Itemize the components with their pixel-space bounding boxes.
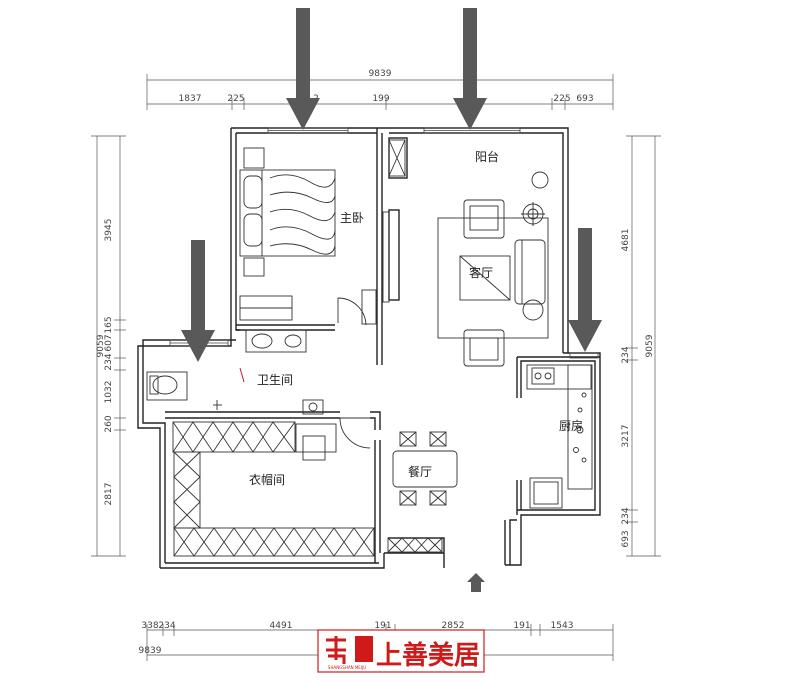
left-dimension-3: 607	[104, 334, 114, 351]
washer	[302, 399, 324, 415]
kitchen-counter	[526, 364, 593, 490]
left-dimension-1: 3945	[104, 219, 114, 242]
right-dimension-2: 234	[621, 346, 631, 363]
cloakroom-cabinet-bottom	[173, 527, 375, 557]
label-dining-room: 餐厅	[408, 464, 432, 479]
annotation-arrows	[181, 8, 602, 362]
shower	[213, 400, 222, 410]
top-dimension-2: 225	[227, 94, 244, 104]
right-dimension-3: 3217	[621, 425, 631, 448]
arrow-bedroom-window	[286, 8, 320, 130]
bed	[239, 147, 336, 277]
floor-lamp	[521, 171, 549, 226]
label-kitchen: 厨房	[559, 418, 583, 433]
label-living-room: 客厅	[469, 265, 493, 280]
armchair-bottom	[463, 329, 505, 367]
left-dimension-7: 2817	[104, 483, 114, 506]
left-dimension-2: 165	[104, 316, 114, 333]
bottom-dimension-6: 191	[513, 621, 530, 631]
bottom-dimension-2: 234	[158, 621, 175, 631]
bottom-dimension-1: 338	[141, 621, 158, 631]
left-dimension-lines	[91, 135, 126, 557]
top-dimension-4: 199	[372, 94, 389, 104]
arrow-kitchen-window	[568, 228, 602, 352]
bottom-dimension-5: 2852	[442, 621, 465, 631]
windows	[169, 127, 599, 359]
top-dimension-6: 693	[576, 94, 593, 104]
right-dimension-4: 234	[621, 507, 631, 524]
bottom-dimension-7: 1543	[551, 621, 574, 631]
right-dimension-lines	[626, 135, 661, 557]
dining-table	[392, 431, 458, 506]
logo-text: 上善美居	[376, 640, 480, 671]
bedroom-door	[337, 289, 377, 326]
left-dimension-4: 234	[104, 353, 114, 370]
right-dimension-1: 4681	[621, 229, 631, 252]
bottom-dimension-3: 4491	[270, 621, 293, 631]
vanity-sink	[245, 329, 307, 353]
cloakroom-cabinet-left	[173, 451, 201, 529]
bedroom-wardrobe	[239, 295, 293, 321]
dining-cabinet	[387, 537, 443, 553]
armchair-top	[463, 199, 505, 239]
brand-logo: SHANGSHAN MEIJU 上善美居	[317, 629, 485, 673]
balcony-cabinet	[388, 139, 406, 177]
toilet	[146, 371, 188, 401]
dressing-table	[295, 423, 337, 461]
logo-pinyin: SHANGSHAN MEIJU	[328, 665, 366, 670]
top-dimension-lines	[146, 74, 614, 110]
label-bathroom: 卫生间	[257, 373, 293, 387]
arrow-bathroom-window	[181, 240, 215, 362]
cloakroom-cabinet-top	[172, 421, 296, 453]
exterior-walls	[137, 127, 601, 569]
sofa	[514, 239, 546, 321]
label-cloakroom: 衣帽间	[249, 472, 285, 487]
bottom-total-dimension: 9839	[139, 646, 162, 656]
refrigerator	[529, 477, 563, 509]
left-total-dimension: 9059	[96, 334, 106, 357]
top-total-dimension: 9839	[369, 69, 392, 79]
label-balcony: 阳台	[475, 149, 499, 164]
cloakroom-door	[339, 417, 371, 449]
bathroom-red-marker	[239, 367, 245, 383]
label-master-bedroom: 主卧	[340, 211, 364, 225]
bottom-dimension-4: 191	[374, 621, 391, 631]
arrow-balcony-window	[453, 8, 487, 130]
left-dimension-6: 260	[104, 415, 114, 432]
left-dimension-5: 1032	[104, 381, 114, 404]
top-dimension-5: 225	[553, 94, 570, 104]
entrance-arrow	[467, 573, 485, 592]
right-dimension-5: 693	[621, 530, 631, 547]
top-dimension-1: 1837	[179, 94, 202, 104]
tv-unit	[382, 211, 390, 303]
right-total-dimension: 9059	[645, 334, 655, 357]
